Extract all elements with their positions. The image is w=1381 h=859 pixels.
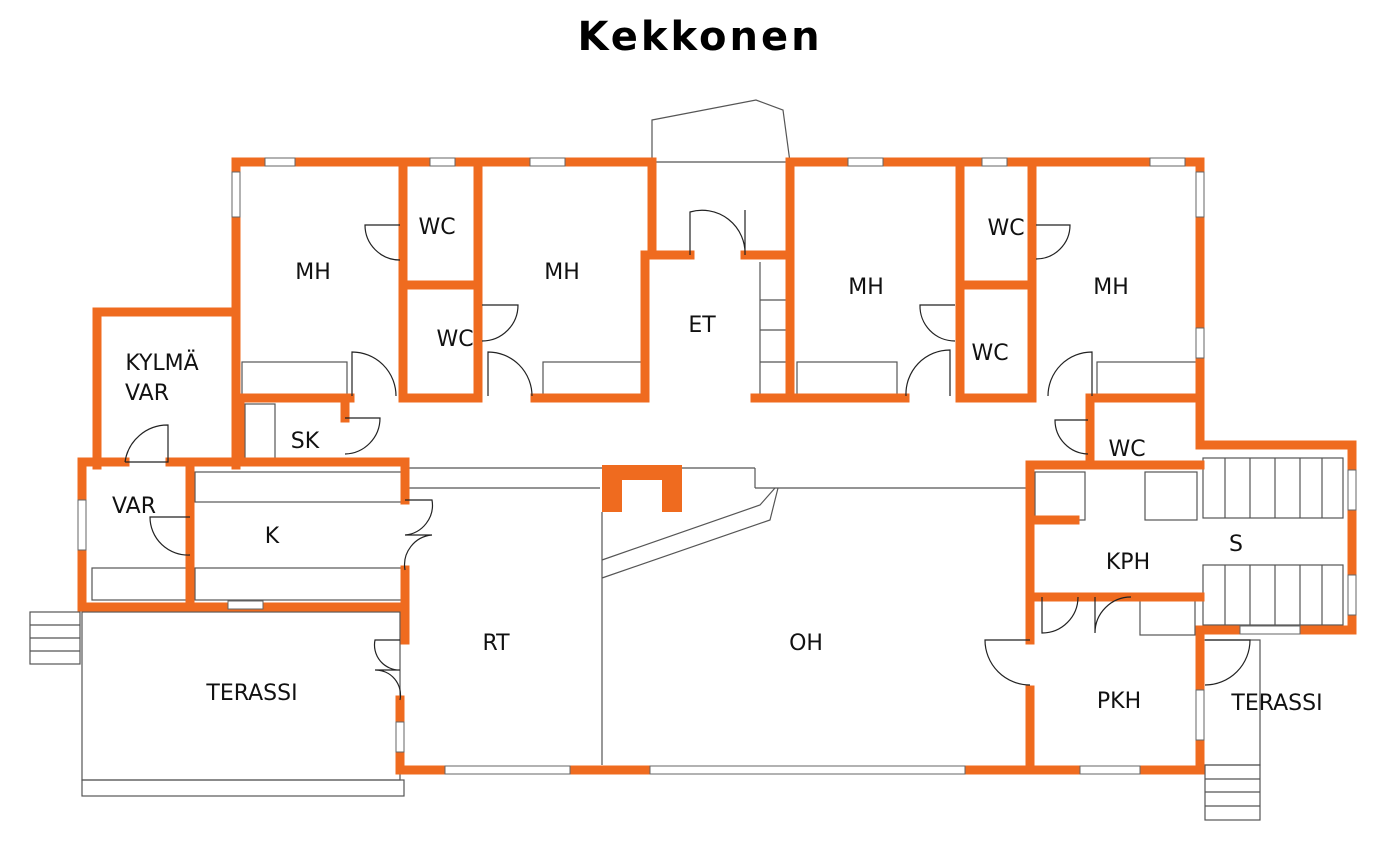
doors [124,209,1251,701]
room-label-pkh: PKH [1097,689,1141,714]
plan-title: Kekkonen [577,14,823,60]
stairs-right [1204,764,1261,821]
terrace-left-edge [81,779,405,797]
room-label-k: K [265,524,280,549]
interior-lines [91,262,1198,765]
room-label-rt: RT [482,631,510,656]
room-label-mh: MH [1093,275,1129,300]
room-label-mh: MH [848,275,884,300]
room-label-var: VAR [125,381,169,406]
room-label-sk: SK [291,429,320,454]
stairs-left [29,611,81,665]
entrance-canopy [651,99,791,163]
room-label-kylma: KYLMÄ [125,350,198,376]
windows [77,157,1357,775]
stair-hall [1202,457,1344,626]
room-label-var: VAR [112,494,156,519]
room-label-terassi: TERASSI [1230,691,1322,716]
room-label-wc: WC [418,215,455,240]
room-label-kph: KPH [1106,550,1150,575]
walls [77,157,1357,775]
fireplace-opening [622,480,662,512]
room-label-oh: OH [789,631,823,656]
room-label-wc: WC [987,216,1024,241]
room-label-wc: WC [436,327,473,352]
room-label-wc: WC [971,341,1008,366]
room-label-wc: WC [1108,437,1145,462]
room-label-terassi: TERASSI [205,681,297,706]
room-label-mh: MH [544,260,580,285]
room-label-et: ET [688,313,716,338]
room-label-s: S [1229,532,1243,557]
room-label-mh: MH [295,260,331,285]
